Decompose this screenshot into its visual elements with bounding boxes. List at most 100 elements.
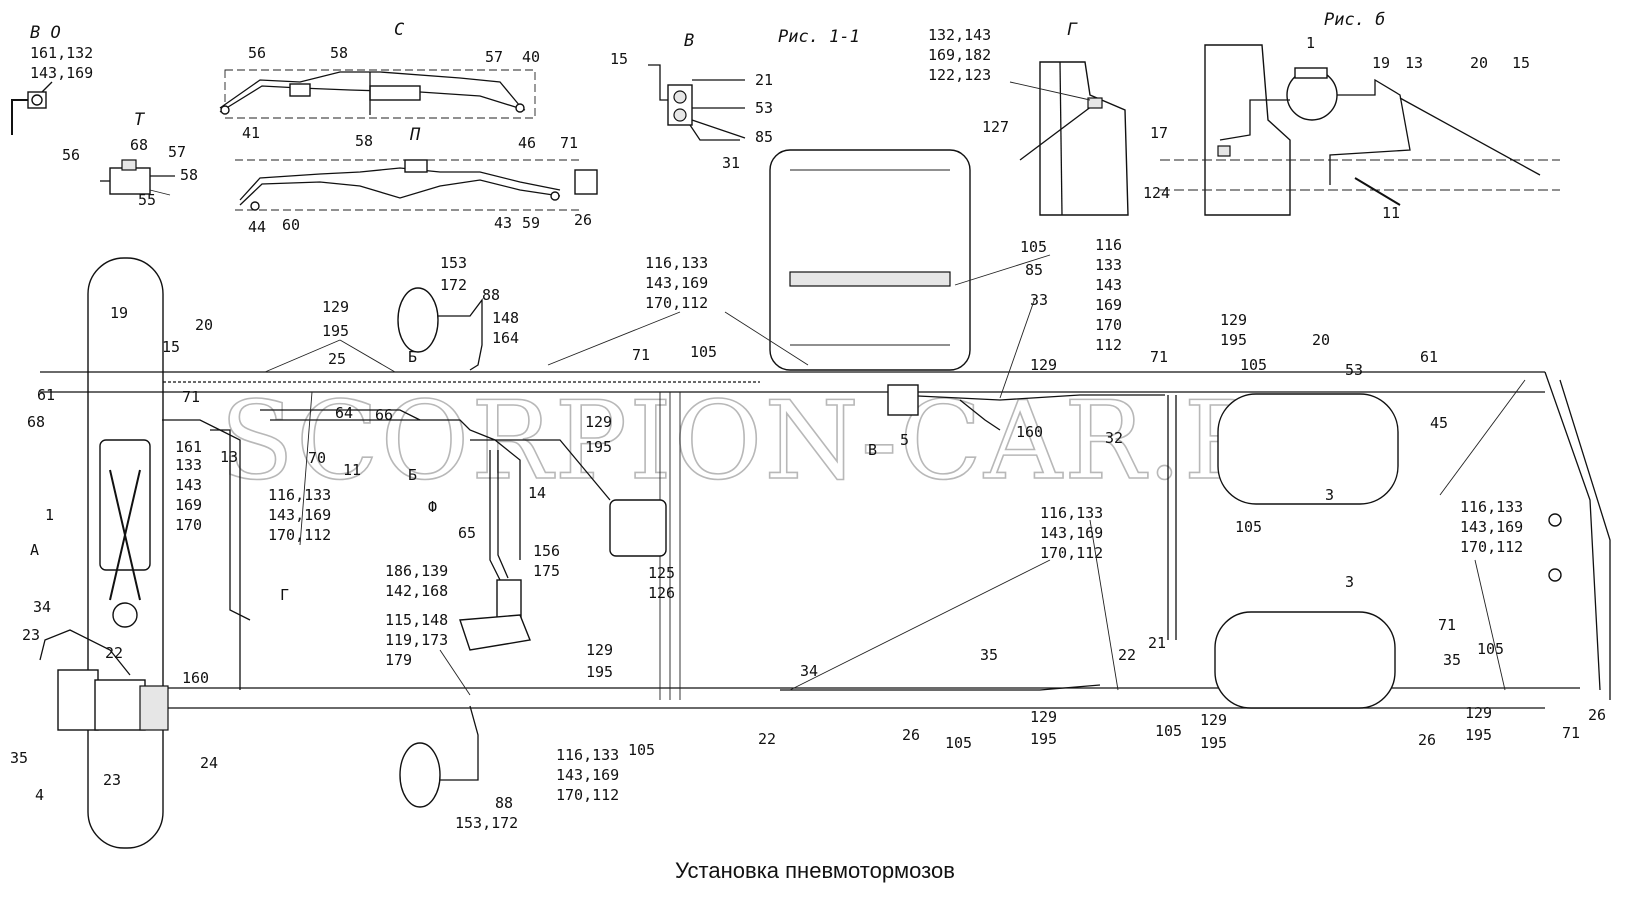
- label-164: 164: [492, 329, 519, 347]
- label-14: 14: [528, 484, 546, 502]
- label-26a: 26: [902, 726, 920, 744]
- label-143: 143: [1095, 276, 1122, 294]
- view-c-part-58: 58: [330, 44, 348, 62]
- view-c-part-57: 57: [485, 48, 503, 66]
- view-v-part-53: 53: [755, 99, 773, 117]
- label-22: 22: [105, 644, 123, 662]
- label-116: 116: [1095, 236, 1122, 254]
- diagram-caption: Установка пневмотормозов: [675, 858, 955, 883]
- label-170-112c: 170,112: [556, 786, 619, 804]
- label-153a: 153: [440, 254, 467, 272]
- view-c-title: С: [394, 20, 405, 40]
- label-142-168: 142,168: [385, 582, 448, 600]
- view-c-part-41: 41: [242, 124, 260, 142]
- label-129g: 129: [1200, 711, 1227, 729]
- label-66: 66: [375, 406, 393, 424]
- view-ris6-part-124: 124: [1143, 184, 1170, 202]
- label-170-112b: 170,112: [645, 294, 708, 312]
- label-105h: 105: [1477, 640, 1504, 658]
- label-148: 148: [492, 309, 519, 327]
- view-v-part-31: 31: [722, 154, 740, 172]
- label-22b: 22: [758, 730, 776, 748]
- label-88a: 88: [482, 286, 500, 304]
- view-p-part-60: 60: [282, 216, 300, 234]
- label-35b: 35: [980, 646, 998, 664]
- label-26b: 26: [1418, 731, 1436, 749]
- label-35a: 35: [10, 749, 28, 767]
- part-1-body: [99, 439, 151, 571]
- label-23b: 23: [103, 771, 121, 789]
- label-153-172: 153,172: [455, 814, 518, 832]
- label-195e: 195: [1220, 331, 1247, 349]
- label-26c: 26: [1588, 706, 1606, 724]
- view-ris6-part-11: 11: [1382, 204, 1400, 222]
- view-p-part-58: 58: [355, 132, 373, 150]
- label-170-112e: 170,112: [1460, 538, 1523, 556]
- receiver-upper: [1217, 393, 1399, 505]
- leader-lines: [264, 254, 1526, 696]
- view-ris6-part-19: 19: [1372, 54, 1390, 72]
- label-33: 33: [1030, 291, 1048, 309]
- label-179: 179: [385, 651, 412, 669]
- label-170: 170: [1095, 316, 1122, 334]
- label-133: 133: [1095, 256, 1122, 274]
- label-61b: 61: [1420, 348, 1438, 366]
- view-vo-title: В О: [30, 23, 61, 43]
- label-20b: 20: [1312, 331, 1330, 349]
- view-ris6-part-20: 20: [1470, 54, 1488, 72]
- brake-chamber-bottom: [399, 742, 441, 808]
- label-85: 85: [1025, 261, 1043, 279]
- label-116-133c: 116,133: [556, 746, 619, 764]
- label-160b: 160: [1016, 423, 1043, 441]
- label-195c: 195: [586, 663, 613, 681]
- label-129a: 129: [322, 298, 349, 316]
- view-t-part-68: 68: [130, 136, 148, 154]
- label-105g: 105: [1155, 722, 1182, 740]
- label-129e: 129: [1220, 311, 1247, 329]
- label-116-133a: 116,133: [268, 486, 331, 504]
- label-22c: 22: [1118, 646, 1136, 664]
- label-3b: 3: [1345, 573, 1354, 591]
- label-53: 53: [1345, 361, 1363, 379]
- label-115-148: 115,148: [385, 611, 448, 629]
- label-21: 21: [1148, 634, 1166, 652]
- figure-label-ris11: Рис. 1-1: [778, 27, 860, 47]
- view-ris6: Рис. б 1 19 13 20 15 17 124 11: [1143, 10, 1560, 222]
- watermark-text: SCORPION-CAR.RU: [220, 379, 1360, 504]
- tank-band: [789, 271, 951, 287]
- label-32: 32: [1105, 429, 1123, 447]
- brake-chamber-top: [397, 287, 439, 353]
- view-p-part-46: 46: [518, 134, 536, 152]
- label-105b: 105: [628, 741, 655, 759]
- view-g-part-3: 122,123: [928, 66, 991, 84]
- label-195a: 195: [322, 322, 349, 340]
- view-g: Г 132,143 169,182 122,123 127: [928, 20, 1129, 216]
- label-129c: 129: [586, 641, 613, 659]
- view-t-part-56: 56: [62, 146, 80, 164]
- label-88b: 88: [495, 794, 513, 812]
- label-169: 169: [1095, 296, 1122, 314]
- label-105a: 105: [690, 343, 717, 361]
- label-24: 24: [200, 754, 218, 772]
- view-g-title: Г: [1067, 20, 1078, 40]
- label-B2: Б: [408, 348, 417, 366]
- label-143-169e: 143,169: [1460, 518, 1523, 536]
- label-161: 161: [175, 438, 202, 456]
- label-105d: 105: [1240, 356, 1267, 374]
- label-45: 45: [1430, 414, 1448, 432]
- label-156: 156: [533, 542, 560, 560]
- view-p-part-59: 59: [522, 214, 540, 232]
- label-71c: 71: [1150, 348, 1168, 366]
- label-G: Г: [280, 586, 289, 604]
- view-t-part-58: 58: [180, 166, 198, 184]
- view-ris6-part-1: 1: [1306, 34, 1315, 52]
- view-ris6-part-15: 15: [1512, 54, 1530, 72]
- label-71d: 71: [1438, 616, 1456, 634]
- view-ris6-title: Рис. б: [1324, 10, 1385, 30]
- label-11: 11: [343, 461, 361, 479]
- label-129f: 129: [1030, 708, 1057, 726]
- label-116-133d: 116,133: [1040, 504, 1103, 522]
- view-vo-part-1: 161,132: [30, 44, 93, 62]
- label-34b: 34: [800, 662, 818, 680]
- label-64: 64: [335, 404, 353, 422]
